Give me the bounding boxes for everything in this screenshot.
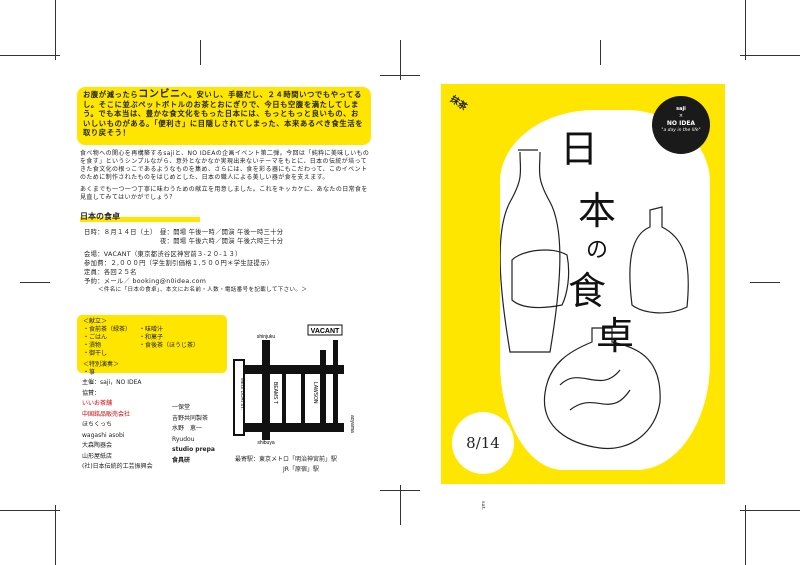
menu-heading: ＜献立＞ (83, 318, 108, 325)
poster-date: 8/14 (466, 434, 500, 452)
menu-item: ・和菓子 (139, 334, 164, 341)
poster-date-day: sat. (480, 500, 486, 510)
info-reserve: 予約：メール／ booking@n0idea.com (84, 278, 207, 285)
access-info: 最寄駅：東京メトロ「明治神宮前」駅 JR「原宿」駅 (235, 455, 337, 475)
crop-mark (745, 0, 746, 60)
badge-saji: saji (676, 106, 686, 112)
title-char: 本 (578, 189, 617, 233)
intro-text: へ。安いし、手軽だし、２４時間いつでもやってるし。そこに並ぶペットボトルのお茶と… (83, 90, 364, 137)
info-fee: 参加費：２,０００円（学生割引価格１,５００円＊学生証提示） (84, 260, 274, 267)
event-info: 日時：８月１４日（土） 昼：開場 午後一時／開演 午後一時三十分 夜：開場 午後… (84, 228, 374, 295)
title-char: 食 (568, 269, 607, 313)
crop-mark (400, 40, 401, 80)
badge-x: × (678, 113, 684, 119)
credits-left: 主催：saji，NO IDEA 協賛： いいお茶舗 中国銘品販売会社 ほちくっち… (82, 378, 153, 473)
event-title: 日本の食卓 (80, 211, 200, 222)
menu-item: ・ごはん (83, 334, 108, 341)
title-char: の (586, 238, 609, 263)
map-label-lawson: LAWSON (312, 382, 318, 404)
crop-mark (55, 0, 56, 60)
badge-subtitle: "a day in the life" (661, 128, 701, 133)
menu-box: ＜献立＞ ・食前茶（緑茶）・ごはん・漬物・御干し ・味噌汁・和菓子・食後茶（ほう… (77, 315, 227, 376)
crop-mark (750, 282, 780, 283)
sponsor: Ryudou (172, 435, 195, 443)
map-label-shibuya: shibuya (257, 440, 274, 445)
credits-right: 一保堂 吉野共同製茶 水野 恵一 Ryudou studio prepa 食具研 (172, 403, 215, 466)
menu-item: ・食前茶（緑茶） (83, 326, 132, 333)
vase-bottom-pattern (559, 369, 631, 411)
menu-item: ・食後茶（ほうじ茶） (139, 342, 200, 349)
sponsor: 中国銘品販売会社 (82, 410, 131, 418)
sponsor: studio prepa (172, 446, 215, 453)
map-label-shinjuku: shinjuku (257, 334, 276, 340)
access-map: VACANT shinjuku shibuya aoyama LAWSON BE… (233, 324, 355, 445)
crop-mark (745, 505, 746, 565)
sponsor: 吉野共同製茶 (172, 414, 209, 422)
map-label-aoyama: aoyama (349, 415, 355, 433)
crop-mark (55, 505, 56, 565)
intro-text: お腹が減ったら (83, 90, 139, 99)
sponsor: (社)日本伝統的工芸振興会 (82, 463, 153, 470)
sponsor: 水野 恵一 (172, 425, 203, 432)
title-char: 日 (560, 127, 599, 171)
vase-left-pattern (511, 249, 570, 309)
map-label-vacant: VACANT (311, 328, 340, 335)
crop-mark (400, 485, 401, 525)
badge-noidea: NO IDEA (666, 120, 696, 127)
menu-item: ・味噌汁 (139, 326, 164, 333)
organizer: 主催：saji，NO IDEA (82, 379, 142, 386)
crop-mark (0, 510, 60, 511)
info-capacity: 定員：各回２５名 (84, 269, 137, 276)
crop-mark (740, 510, 800, 511)
vase-right (629, 206, 689, 314)
description-text: 食べ物への関心を再構築するsajiと、NO IDEAの企画イベント第二弾。今回は… (80, 150, 370, 181)
sponsor: ほちくっち (82, 421, 113, 428)
cooperation-label: 協賛： (82, 389, 101, 397)
crop-mark (200, 40, 201, 65)
sponsor: 山形屋紙店 (82, 452, 113, 460)
crop-mark (600, 40, 601, 65)
description: 食べ物への関心を再構築するsajiと、NO IDEAの企画イベント第二弾。今回は… (80, 150, 372, 202)
sponsor: wagashi asobi (82, 431, 125, 439)
intro-highlight: コンビニ (138, 89, 181, 100)
info-note: ＜件名に「日本の食卓」、本文にお名前・人数・電話番号を記載して下さい。＞ (98, 287, 308, 293)
description-text-2: あくまでも一つ一つ丁寧に味わうための献立を用意しました。これをキッカケに、あなた… (80, 186, 368, 201)
access-line: 最寄駅：東京メトロ「明治神宮前」駅 (235, 456, 338, 463)
special-item: ・箏 (83, 369, 96, 376)
title-char: 卓 (596, 314, 635, 358)
special-heading: ＜特別演奏＞ (83, 361, 120, 368)
map-label-meiji: MEIJI DORI ST. (240, 378, 245, 410)
intro-box: お腹が減ったらコンビニへ。安いし、手軽だし、２４時間いつでもやってるし。そこに並… (77, 87, 371, 145)
crop-mark (20, 282, 50, 283)
vase-bottom (543, 327, 661, 450)
sponsor: 大森陶器会 (82, 442, 113, 449)
info-venue: 会場：VACANT（東京都渋谷区神宮前３-２０-１３） (84, 251, 242, 258)
crop-mark (740, 55, 800, 56)
vase-illustrations (500, 149, 689, 450)
sponsor: 食具研 (172, 456, 191, 464)
poster-white-shape (500, 110, 710, 470)
sponsor: 一保堂 (172, 404, 191, 411)
menu-item: ・漬物 (83, 342, 102, 349)
access-line: JR「原宿」駅 (283, 466, 319, 473)
crop-mark (0, 55, 60, 56)
menu-item: ・御干し (83, 350, 108, 357)
sponsor: いいお茶舗 (82, 400, 113, 407)
vase-left (500, 149, 561, 353)
collab-badge: saji × NO IDEA "a day in the life" (652, 96, 710, 154)
map-label-beams: BEAMS T (272, 382, 278, 404)
date-circle: 8/14 sat. (452, 412, 514, 510)
info-date-evening: 夜：開場 午後六時／開演 午後六時三十分 (160, 238, 284, 245)
info-date: 日時：８月１４日（土） 昼：開場 午後一時／開演 午後一時三十分 (84, 229, 284, 236)
